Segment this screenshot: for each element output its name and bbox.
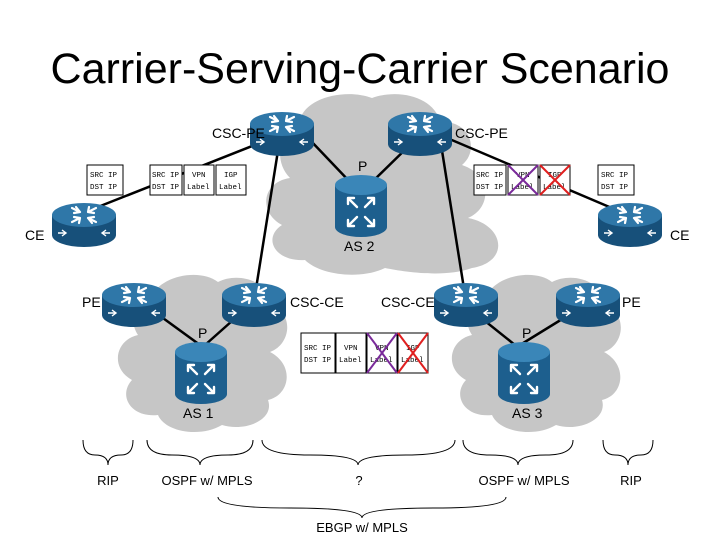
protocol-ospf-left: OSPF w/ MPLS [161,473,252,488]
packet-igp-label-top: IGP [406,345,420,353]
packet-igp-label-bottom: Label [543,184,566,192]
csc-ce-right-label: CSC-CE [381,294,435,310]
packet-dst-ip: DST IP [90,184,118,192]
p-as3-label: P [522,325,531,341]
ce-right-router-icon [598,203,662,249]
packet-dst-ip: DST IP [152,184,180,192]
protocol-rip-left: RIP [97,473,119,488]
brace-unknown [261,439,456,466]
packet-igp-label-top: IGP [224,172,238,180]
csc-ce-left-label: CSC-CE [290,294,344,310]
p-core-label: P [358,158,367,174]
pe-right-router-icon [556,283,620,329]
packet-vpn-label-bottom: Label [339,357,362,365]
brace-ospf-right [462,439,574,466]
packet-inter-as: SRC IP DST IP VPN Label VPN Label IGP La… [300,332,429,374]
packet-dst-ip: DST IP [304,357,332,365]
label-removed-cross-red-icon [397,332,429,374]
brace-rip-right [602,439,654,466]
as1-label: AS 1 [183,405,214,421]
packet-vpn-label-top: VPN [516,172,530,180]
packet-src-ip: SRC IP [90,172,118,180]
protocol-unknown: ? [355,473,362,488]
packet-vpn-label-bottom: Label [187,184,210,192]
packet-vpn-label-bottom: Label [511,184,534,192]
csc-ce-left-router-icon [222,283,286,329]
protocol-ebgp: EBGP w/ MPLS [316,520,408,535]
braces [82,439,654,519]
pe-left-label: PE [82,294,101,310]
page-title: Carrier-Serving-Carrier Scenario [51,45,670,93]
packet-dst-ip: DST IP [601,184,629,192]
packet-vpn-label-top-2: VPN [375,345,389,353]
packet-provider-left: SRC IP DST IP VPN Label IGP Label [149,164,247,196]
packet-ce-right: SRC IP DST IP [597,164,635,196]
packet-dst-ip: DST IP [476,184,504,192]
brace-ebgp [217,496,507,519]
p-as1-label: P [198,325,207,341]
link-cscpe-p-left [309,139,351,183]
packet-vpn-label-top: VPN [192,172,206,180]
packet-vpn-label-bottom-2: Label [370,357,393,365]
csc-pe-right-router-icon [388,112,452,158]
p-as3-switch-icon [498,342,550,404]
packet-ce-left: SRC IP DST IP [86,164,124,196]
link-csc-ce-right-cscpe [438,137,467,296]
igp-label-removed-cross-icon [539,164,571,196]
protocol-rip-right: RIP [620,473,642,488]
packet-igp-label-bottom: Label [401,357,424,365]
packet-src-ip: SRC IP [476,172,504,180]
as3-label: AS 3 [512,405,543,421]
link-csc-ce-left-cscpe [253,137,282,296]
label-removed-cross-purple-icon [366,332,398,374]
p-core-switch-icon [335,175,387,237]
csc-ce-right-router-icon [434,283,498,329]
packet-igp-label-bottom: Label [219,184,242,192]
packet-igp-label-top: IGP [548,172,562,180]
packet-src-ip: SRC IP [601,172,629,180]
packet-provider-right: SRC IP DST IP VPN Label IGP Label [473,164,571,196]
csc-pe-right-label: CSC-PE [455,125,508,141]
vpn-label-removed-cross-icon [507,164,539,196]
ce-left-label: CE [25,227,44,243]
brace-ospf-left [146,439,254,466]
packet-src-ip: SRC IP [152,172,180,180]
pe-right-label: PE [622,294,641,310]
csc-pe-left-label: CSC-PE [212,125,265,141]
protocol-ospf-right: OSPF w/ MPLS [478,473,569,488]
ce-left-router-icon [52,203,116,249]
pe-left-router-icon [102,283,166,329]
brace-rip-left [82,439,134,466]
packet-src-ip: SRC IP [304,345,332,353]
p-as1-switch-icon [175,342,227,404]
as2-label: AS 2 [344,238,375,254]
ce-right-label: CE [670,227,689,243]
packet-vpn-label-top: VPN [344,345,358,353]
